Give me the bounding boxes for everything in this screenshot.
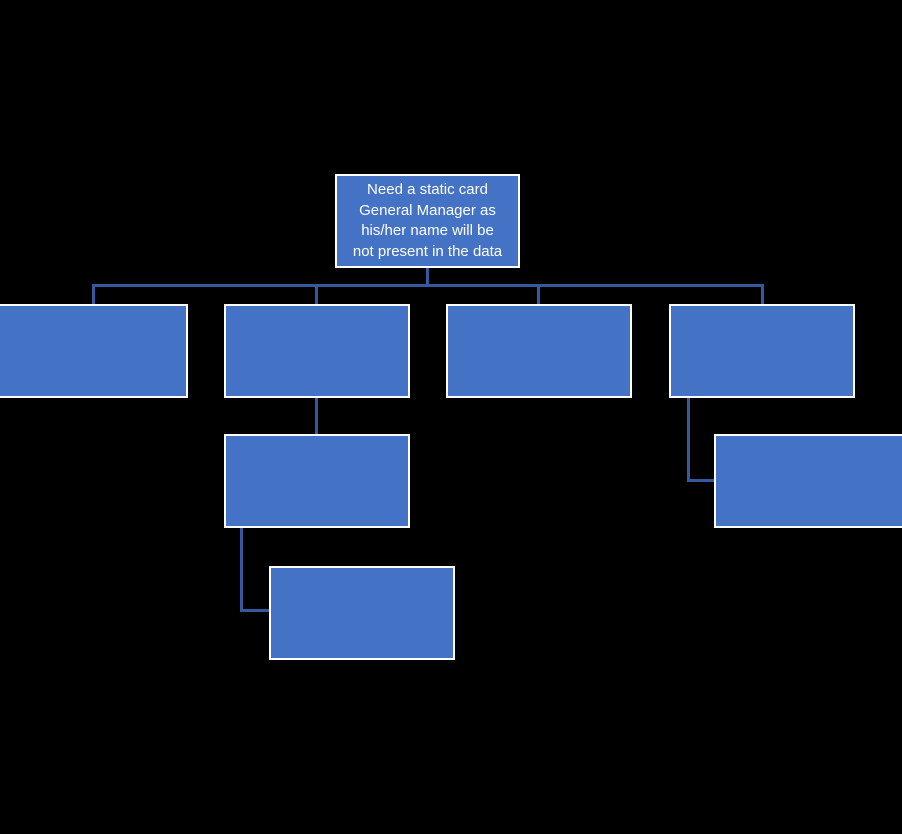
org-node-root[interactable]: Need a static card General Manager as hi… — [335, 174, 520, 268]
connector-branch-4-elbow-horizontal — [687, 479, 715, 482]
org-node-branch-2-report[interactable] — [224, 434, 410, 528]
connector-branch-4-elbow-vertical — [687, 397, 690, 482]
org-node-branch-4-report[interactable] — [714, 434, 902, 528]
connector-bus — [92, 284, 764, 287]
connector-drop-branch-2 — [315, 286, 318, 305]
connector-branch-2-report-elbow-vertical — [240, 527, 243, 612]
org-node-branch-2-report-report[interactable] — [269, 566, 455, 660]
connector-branch-2-to-report — [315, 397, 318, 435]
org-node-root-label: Need a static card General Manager as hi… — [352, 181, 503, 260]
org-node-branch-4[interactable] — [669, 304, 855, 398]
org-node-branch-3[interactable] — [446, 304, 632, 398]
connector-drop-branch-4 — [761, 286, 764, 305]
connector-root-stem — [426, 267, 429, 287]
org-node-branch-2[interactable] — [224, 304, 410, 398]
connector-branch-2-report-elbow-horizontal — [240, 609, 270, 612]
connector-drop-branch-3 — [537, 286, 540, 305]
org-node-branch-1[interactable] — [0, 304, 188, 398]
connector-drop-branch-1 — [92, 286, 95, 305]
